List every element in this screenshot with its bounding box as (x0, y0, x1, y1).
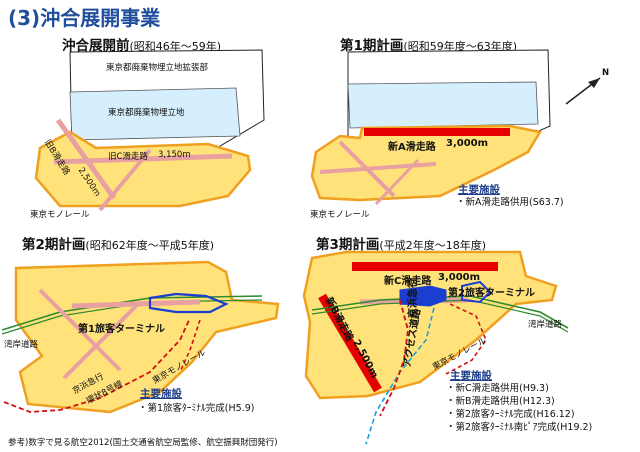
panel1-landfill-ext-label: 東京都廃棄物埋立地拡張部 (106, 63, 209, 73)
panel4-subtitle: (平成2年度～18年度) (379, 239, 486, 252)
panel3-runway-b (38, 288, 122, 372)
panel3-title-main: 第2期計画 (22, 237, 86, 253)
panel3-map (1, 260, 280, 414)
panel2-map (310, 49, 551, 206)
panel3-wangan-label: 湾岸道路 (4, 340, 39, 350)
panel1-title-main: 沖合展開前 (62, 38, 130, 54)
panel4-facilities-heading: 主要施設 (450, 370, 492, 382)
panel3-title: 第2期計画(昭和62年度～平成5年度) (22, 233, 214, 253)
panel2-old-runway-3 (374, 158, 420, 206)
panel4-expressway (311, 295, 569, 329)
panel2-runway-a (364, 128, 510, 136)
panel4-terminal2 (399, 285, 447, 307)
panel3-monorail-line (179, 319, 201, 373)
panel3-facility-0: ・第1旅客ﾀｰﾐﾅﾙ完成(H5.9) (138, 403, 255, 414)
source-footnote: 参考)数字で見る航空2012(国土交通省航空局監修、航空振興財団発行) (8, 438, 278, 448)
panel1-runway-b (55, 118, 117, 200)
panel2-title: 第1期計画(昭和59年度～63年度) (340, 34, 517, 54)
panel2-facility-0: ・新A滑走路供用(S63.7) (456, 197, 564, 208)
panel1-old-c-label: 旧C滑走路 (108, 152, 148, 162)
panel3-terminal1 (148, 292, 229, 314)
panel4-facility-0: ・新C滑走路供用(H9.3) (446, 383, 549, 394)
panel2-runway-a-label: 新A滑走路 (388, 142, 436, 153)
panel1-landfill (69, 87, 241, 141)
panel4-map (302, 250, 569, 445)
panel2-landfill (347, 81, 539, 129)
panel4-terminal2-label: 第2旅客ターミナル (448, 288, 535, 299)
panel4-runway-c-len: 3,000m (438, 272, 481, 283)
panel1-runway-a (98, 148, 152, 212)
panel4-facility-3: ・第2旅客ﾀｰﾐﾅﾙ南ﾋﾟｱ完成(H19.2) (446, 422, 593, 433)
panel4-wangan-label: 湾岸道路 (528, 320, 563, 330)
panel2-facilities-heading: 主要施設 (458, 184, 500, 196)
panel1-old-c-len: 3,150m (158, 150, 191, 160)
panel4-runway-c-label: 新C滑走路 (384, 276, 432, 287)
panel1-monorail-label: 東京モノレール (30, 210, 90, 220)
panel1-airport-land (34, 130, 252, 208)
panel3-keihin-line (3, 317, 191, 413)
panel4-title: 第3期計画(平成2年度～18年度) (316, 233, 486, 253)
panel1-landfill-label: 東京都廃棄物埋立地 (108, 108, 185, 118)
panel2-old-runway-2 (338, 140, 396, 198)
panel1-subtitle: (昭和46年～59年) (129, 40, 222, 53)
panel1-title: 沖合展開前(昭和46年～59年) (62, 34, 221, 54)
panel4-terminal1 (461, 280, 492, 304)
panel4-runway-c (352, 262, 498, 271)
panel4-facility-2: ・第2旅客ﾀｰﾐﾅﾙ完成(H16.12) (446, 409, 575, 420)
panel2-subtitle: (昭和59年度～63年度) (403, 40, 517, 53)
compass (565, 77, 601, 105)
panel4-keikyu-line (379, 299, 409, 417)
panel2-runway-a-len: 3,000m (446, 138, 489, 149)
compass-north-label: N (602, 68, 610, 78)
panel3-terminal1-label: 第1旅客ターミナル (78, 324, 165, 335)
panel3-runway-c (62, 300, 142, 380)
panel4-facility-1: ・新B滑走路供用(H12.3) (446, 396, 555, 407)
panel3-expressway-2 (1, 299, 263, 335)
panel1-map (34, 49, 265, 212)
panel2-old-runway-1 (319, 162, 437, 174)
panel4-title-main: 第3期計画 (316, 237, 380, 253)
panel3-facilities-heading: 主要施設 (140, 388, 182, 400)
main-title: (3)沖合展開事業 (8, 6, 161, 30)
panel3-subtitle: (昭和62年度～平成5年度) (85, 239, 214, 252)
panel2-monorail-label: 東京モノレール (310, 210, 370, 220)
panel2-title-main: 第1期計画 (340, 38, 404, 54)
